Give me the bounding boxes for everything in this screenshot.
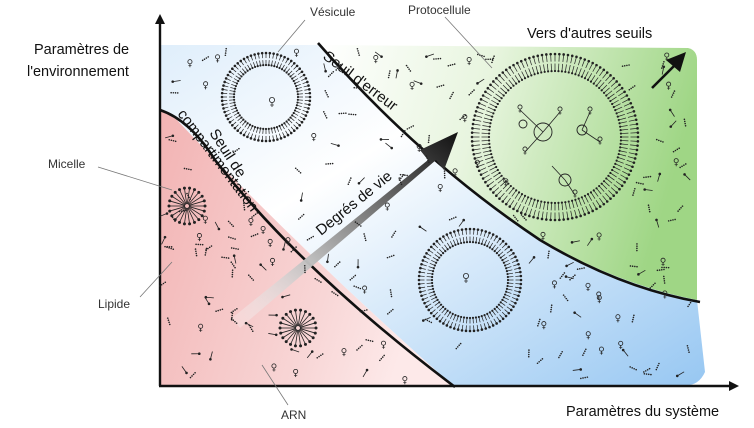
label-other-thresholds: Vers d'autres seuils bbox=[527, 26, 652, 42]
label-protocellule: Protocellule bbox=[408, 3, 471, 17]
label-micelle: Micelle bbox=[48, 157, 86, 171]
y-axis-label-line2: l'environnement bbox=[27, 64, 129, 80]
y-axis-label-line1: Paramètres de bbox=[34, 42, 129, 58]
label-arn: ARN bbox=[281, 408, 306, 422]
x-axis-label: Paramètres du système bbox=[566, 404, 719, 420]
label-lipide: Lipide bbox=[98, 297, 130, 311]
label-vesicule: Vésicule bbox=[310, 5, 356, 19]
